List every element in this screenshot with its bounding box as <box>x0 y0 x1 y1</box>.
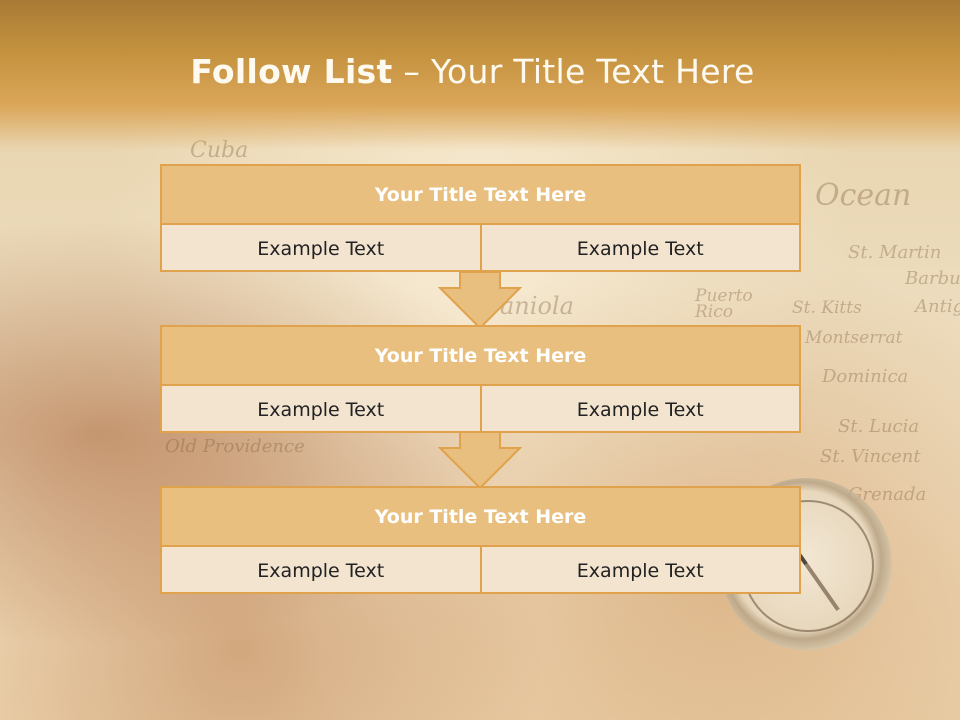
step-cell-left: Example Text <box>162 547 482 594</box>
step-cell-right: Example Text <box>576 559 704 582</box>
slide-title: Follow List – Your Title Text Here <box>0 52 945 91</box>
map-label: Montserrat <box>805 328 903 348</box>
map-label: St. Vincent <box>820 446 921 467</box>
step-title: Your Title Text Here <box>162 327 799 386</box>
step-row: Example Text Example Text <box>162 547 799 594</box>
title-bold: Follow List <box>190 52 393 91</box>
step-row: Example Text Example Text <box>162 225 799 272</box>
map-label: St. Kitts <box>792 298 862 318</box>
map-label: St. Lucia <box>838 416 920 437</box>
map-label: Dominica <box>822 366 909 387</box>
step-cell-left: Example Text <box>162 225 482 272</box>
map-label: Puerto Rico <box>695 286 753 322</box>
step-title: Your Title Text Here <box>162 166 799 225</box>
down-arrow-icon <box>438 432 522 490</box>
map-label: St. Martin <box>848 242 942 263</box>
step-box-3: Your Title Text Here Example Text Exampl… <box>160 486 801 594</box>
step-cell-right: Example Text <box>576 237 704 260</box>
map-label: Ocean <box>815 178 912 213</box>
step-box-1: Your Title Text Here Example Text Exampl… <box>160 164 801 272</box>
step-cell-left: Example Text <box>162 386 482 433</box>
map-label: Antig <box>915 296 960 317</box>
step-title: Your Title Text Here <box>162 488 799 547</box>
map-label: Barbu <box>905 268 960 289</box>
map-label: Grenada <box>848 484 927 505</box>
step-cell-right: Example Text <box>576 398 704 421</box>
title-rest: – Your Title Text Here <box>392 52 755 91</box>
step-box-2: Your Title Text Here Example Text Exampl… <box>160 325 801 433</box>
title-bar <box>0 0 960 150</box>
step-row: Example Text Example Text <box>162 386 799 433</box>
down-arrow-icon <box>438 272 522 330</box>
map-label: Old Providence <box>165 436 305 457</box>
